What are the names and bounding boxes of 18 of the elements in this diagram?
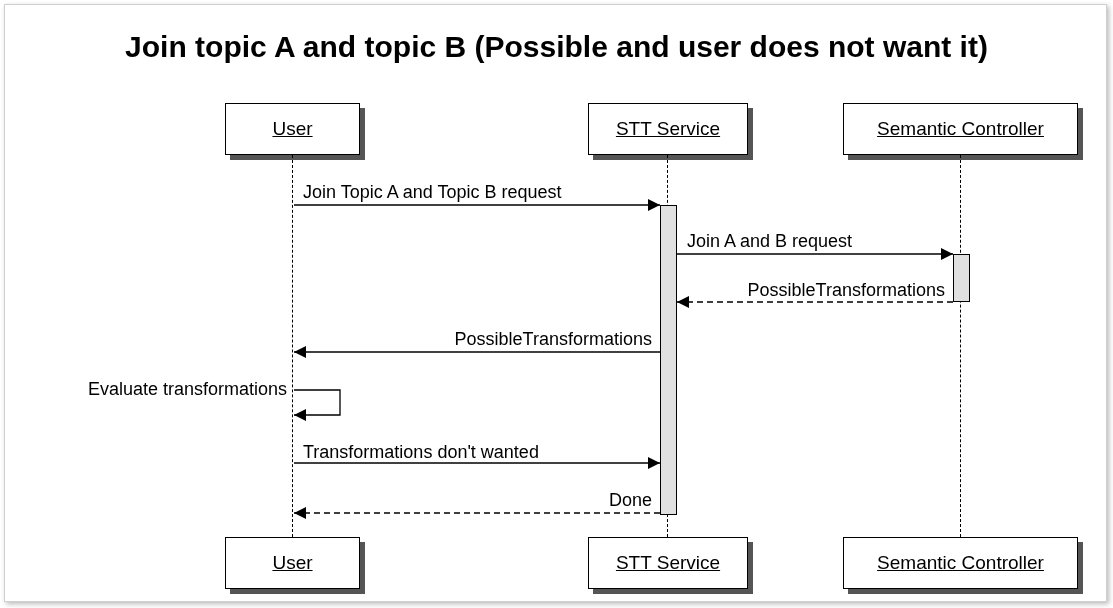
message-label: PossibleTransformations [747, 280, 945, 300]
message-label: Transformations don't wanted [303, 442, 539, 462]
lifeline [292, 155, 294, 537]
message-arrow [293, 457, 661, 469]
message-label: Evaluate transformations [87, 379, 287, 399]
message-arrow [676, 296, 954, 308]
message-label: Join Topic A and Topic B request [303, 182, 562, 202]
activation-bar [953, 254, 970, 302]
diagram-title: Join topic A and topic B (Possible and user does not want it) [124, 30, 989, 64]
message-label: PossibleTransformations [454, 329, 652, 349]
message-arrow [293, 507, 661, 519]
message-arrow [293, 199, 661, 211]
message-arrow [676, 248, 954, 260]
message-arrow [293, 346, 661, 358]
self-message-arrow [293, 389, 341, 421]
message-label: Join A and B request [687, 231, 853, 251]
activation-bar [660, 205, 677, 515]
message-label: Done [608, 490, 652, 510]
